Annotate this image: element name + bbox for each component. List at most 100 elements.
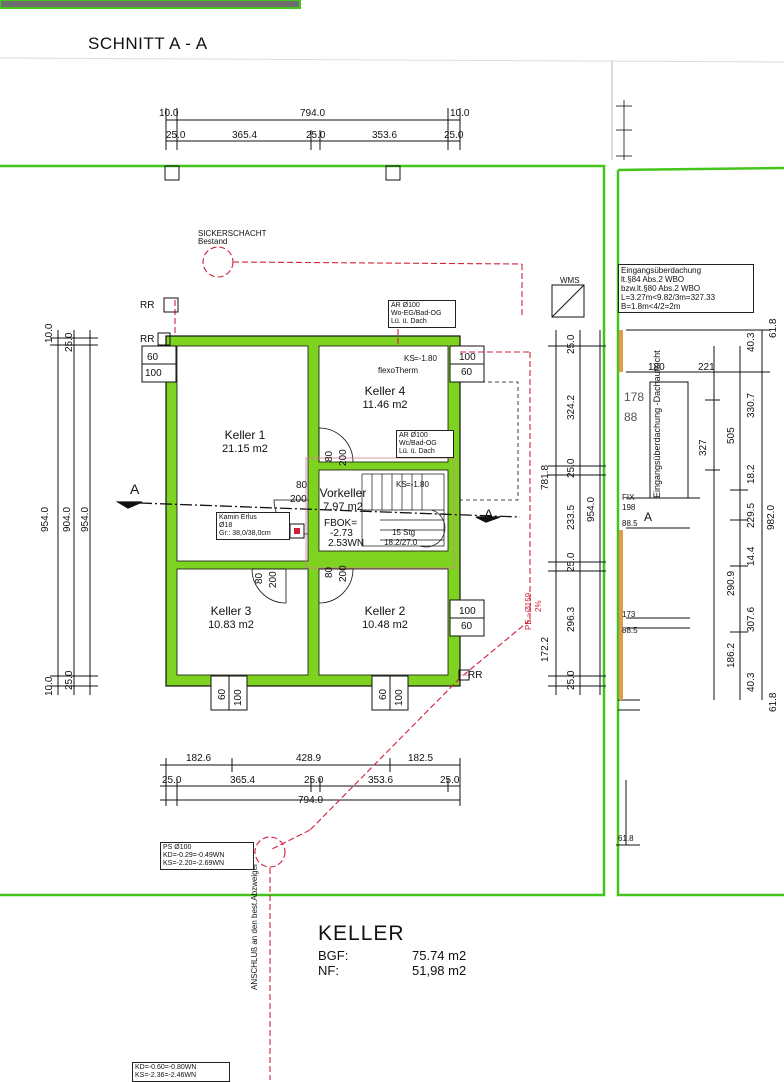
- ar-top-box: AR Ø100 Wo-EG/Bad-OG Lü. ü. Dach: [388, 300, 456, 328]
- window-3-a: 100: [459, 606, 476, 617]
- ks-value-mid: =-1.80: [406, 480, 429, 489]
- side-small-2: 88.5: [622, 519, 638, 528]
- canopy-title: Eingangsüberdachung: [621, 266, 702, 275]
- drainage-lines: [174, 246, 531, 1080]
- kamin-line: Ø18: [219, 522, 233, 529]
- room-area: 11.46 m2: [362, 399, 408, 411]
- side-handwritten-1: 178: [624, 390, 645, 404]
- canopy-line: bzw.lt.§80 Abs.2 WBO: [621, 284, 701, 293]
- room-name: Keller 4: [364, 384, 406, 398]
- room-area: 7.97 m2: [323, 501, 363, 513]
- dim-top-room-2: 353.6: [372, 130, 398, 141]
- tick-marks: [616, 100, 632, 160]
- building-walls: [165, 335, 461, 687]
- flexotherm-label: flexoTherm: [378, 366, 419, 375]
- room-area: 10.83 m2: [208, 619, 254, 631]
- ar-top-line: AR Ø100: [391, 302, 420, 309]
- kd-line: KS=-2.36=-2.46WN: [135, 1072, 197, 1079]
- door-3-b: 200: [268, 571, 279, 588]
- window-1-b: 100: [145, 368, 162, 379]
- lightwell-outline: [459, 381, 519, 501]
- room-name: Keller 3: [210, 604, 252, 618]
- dim-right-9: 172.2: [540, 636, 551, 662]
- ks-label-top: KS: [404, 354, 415, 363]
- dim-bottom-room-2: 353.6: [368, 775, 394, 786]
- kamin-line: Kamin Erlus: [219, 514, 257, 521]
- pe-label: PE ~Ø159: [524, 592, 533, 630]
- side-dim-v-11: 40.3: [746, 672, 757, 692]
- rr-markers: [157, 284, 585, 681]
- fbok-value-1: -2.73: [330, 528, 353, 539]
- door-4-a: 80: [324, 566, 335, 578]
- dim-bottom-total: 794.0: [298, 795, 324, 806]
- room-area: 10.48 m2: [362, 619, 408, 631]
- canopy-line: B=1.8m<4/2=2m: [621, 302, 681, 311]
- room-keller-3: Keller 3 10.83 m2: [186, 604, 276, 632]
- bestand-label: Bestand: [198, 237, 228, 246]
- window-3-b: 60: [461, 621, 473, 632]
- side-dim-v-8: 307.6: [746, 606, 757, 632]
- room-name: Keller 2: [364, 604, 406, 618]
- room-keller-2: Keller 2 10.48 m2: [340, 604, 430, 632]
- door-1-a: 80: [324, 450, 335, 462]
- ar-mid-line: AR Ø100: [399, 432, 428, 439]
- room-name: Keller 1: [224, 428, 266, 442]
- ps-line: KD=-0.29=-0.49WN: [163, 852, 225, 859]
- window-4-b: 100: [233, 689, 244, 706]
- dim-left-1: 10.0: [44, 323, 55, 343]
- dim-bottom-wall-1: 25.0: [162, 775, 182, 786]
- dim-bottom-1: 182.6: [186, 753, 212, 764]
- door-4-b: 200: [338, 565, 349, 582]
- wms-label: WMS: [560, 276, 580, 285]
- dim-bottom-2: 428.9: [296, 753, 322, 764]
- fbok-value-2: 2.53WN: [328, 538, 365, 549]
- section-title: SCHNITT A - A: [88, 34, 208, 53]
- left-dimension-lines: [50, 330, 98, 695]
- stairs: [361, 473, 446, 548]
- side-small-4: 88.5: [622, 626, 638, 635]
- dim-right-5: 25.0: [566, 552, 577, 572]
- section-line: [115, 501, 521, 523]
- ar-top-line: Lü. ü. Dach: [391, 318, 427, 325]
- bgf-label: BGF:: [318, 948, 349, 963]
- stairs-label: 15 Stg: [392, 528, 416, 537]
- dim-top-wall-2: 25.0: [306, 130, 326, 141]
- floor-title: KELLER: [318, 922, 405, 945]
- pe-slope-label: 2%: [534, 600, 543, 612]
- dim-right-6: 296.3: [566, 606, 577, 632]
- rr-label-3: RR: [468, 670, 483, 681]
- section-marker-right: A: [484, 506, 494, 522]
- canopy-note-box: Eingangsüberdachung lt.§84 Abs.2 WBO bzw…: [618, 264, 754, 313]
- window-1-a: 60: [147, 352, 159, 363]
- side-dim-v-2: 330.7: [746, 392, 757, 418]
- dim-bottom-wall-2: 25.0: [304, 775, 324, 786]
- anschluss-label: ANSCHLUß an den best.Abzweiger: [250, 863, 259, 990]
- room-area: 21.15 m2: [222, 443, 268, 455]
- ks-value-top: =-1.80: [414, 354, 437, 363]
- dim-top-total: 794.0: [300, 108, 326, 119]
- dim-top-left-small: 10.0: [159, 108, 179, 119]
- side-dim-v-5: 18.2: [746, 464, 757, 484]
- side-dim-v-7: 14.4: [746, 546, 757, 566]
- nf-value: 51,98 m2: [412, 963, 467, 978]
- dim-top-wall-1: 25.0: [166, 130, 186, 141]
- ar-mid-box: AR Ø100 Wc/Bad-OG Lü. ü. Dach: [396, 430, 454, 458]
- nf-label: NF:: [318, 963, 339, 978]
- side-dim-h-2: 221: [698, 362, 715, 373]
- dim-top-room-1: 365.4: [232, 130, 258, 141]
- door-1-b: 200: [338, 449, 349, 466]
- canopy-line: L=3.27m<9.82/3m=327.33: [621, 293, 716, 302]
- top-dimension-lines: [164, 108, 461, 181]
- ar-mid-line: Lü. ü. Dach: [399, 448, 435, 455]
- kamin-box: Kamin Erlus Ø18 Gr.: 38,0/38,0cm: [216, 512, 290, 540]
- dim-left-6: 25.0: [64, 670, 75, 690]
- dim-right-1: 25.0: [566, 334, 577, 354]
- dim-top-wall-3: 25.0: [444, 130, 464, 141]
- side-dim-v-13: 61.8: [768, 318, 779, 338]
- kd-bottom-box: KD=-0.60=-0.80WN KS=-2.36=-2.46WN: [132, 1062, 230, 1082]
- window-5-a: 60: [378, 688, 389, 700]
- canopy-line: lt.§84 Abs.2 WBO: [621, 275, 685, 284]
- fix-label: FIX: [622, 493, 635, 502]
- ar-mid-line: Wc/Bad-OG: [399, 440, 437, 447]
